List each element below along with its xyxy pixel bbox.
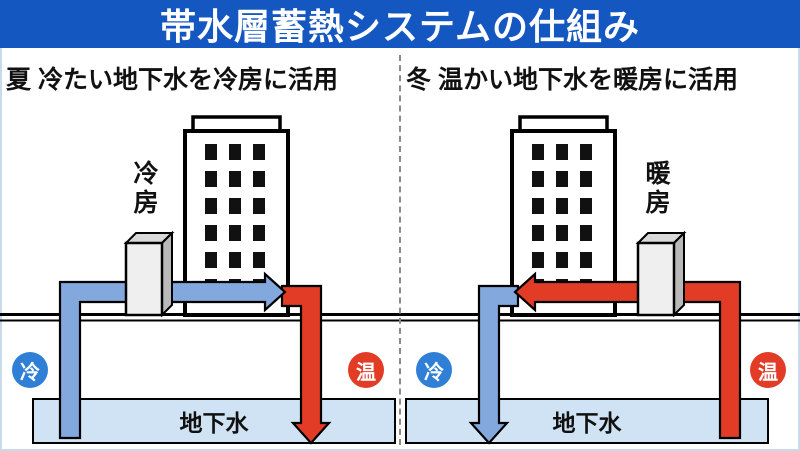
warm-supply-arrow [513, 271, 742, 440]
building-windows [532, 144, 592, 295]
winter-diagram-graphic [400, 115, 800, 445]
groundwater-box: 地下水 [32, 398, 396, 444]
groundwater-label: 地下水 [552, 410, 622, 436]
panel-divider-dashed-line [399, 55, 401, 445]
groundwater-label: 地下水 [179, 410, 249, 436]
warm-badge: 温 [348, 352, 384, 388]
summer-diagram-graphic [0, 115, 400, 445]
heating-unit-label: 暖房 [642, 160, 670, 218]
cold-badge: 冷 [12, 352, 48, 388]
groundwater-box: 地下水 [405, 398, 769, 444]
building-windows [205, 144, 265, 295]
cooling-unit-box [123, 230, 175, 318]
cold-badge: 冷 [416, 352, 452, 388]
page-title: 帯水層蓄熱システムの仕組み [160, 6, 640, 47]
winter-panel: 地下水 冬 温か [400, 48, 800, 451]
warm-return-arrow [280, 284, 332, 445]
heating-unit-box [635, 230, 687, 318]
cold-return-arrow [468, 284, 520, 445]
cooling-unit-label: 冷房 [130, 160, 158, 218]
winter-header: 冬 温かい地下水を暖房に活用 [406, 66, 738, 94]
summer-header: 夏 冷たい地下水を冷房に活用 [6, 66, 338, 94]
warm-badge: 温 [750, 352, 786, 388]
title-bar: 帯水層蓄熱システムの仕組み [0, 0, 800, 48]
summer-panel: 地下水 夏 冷た [0, 48, 400, 451]
